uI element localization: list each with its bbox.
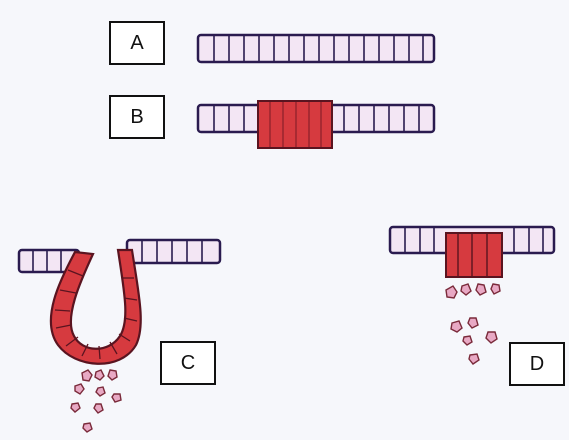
particles-d xyxy=(446,284,500,364)
label-b: B xyxy=(109,95,165,139)
label-c: C xyxy=(160,341,216,385)
membrane-a xyxy=(198,35,434,62)
label-a: A xyxy=(109,21,165,65)
particles-c xyxy=(71,370,121,432)
label-d: D xyxy=(509,342,565,386)
membrane-c xyxy=(19,240,220,432)
coated-region-d xyxy=(446,233,502,277)
membrane-b xyxy=(198,101,434,148)
